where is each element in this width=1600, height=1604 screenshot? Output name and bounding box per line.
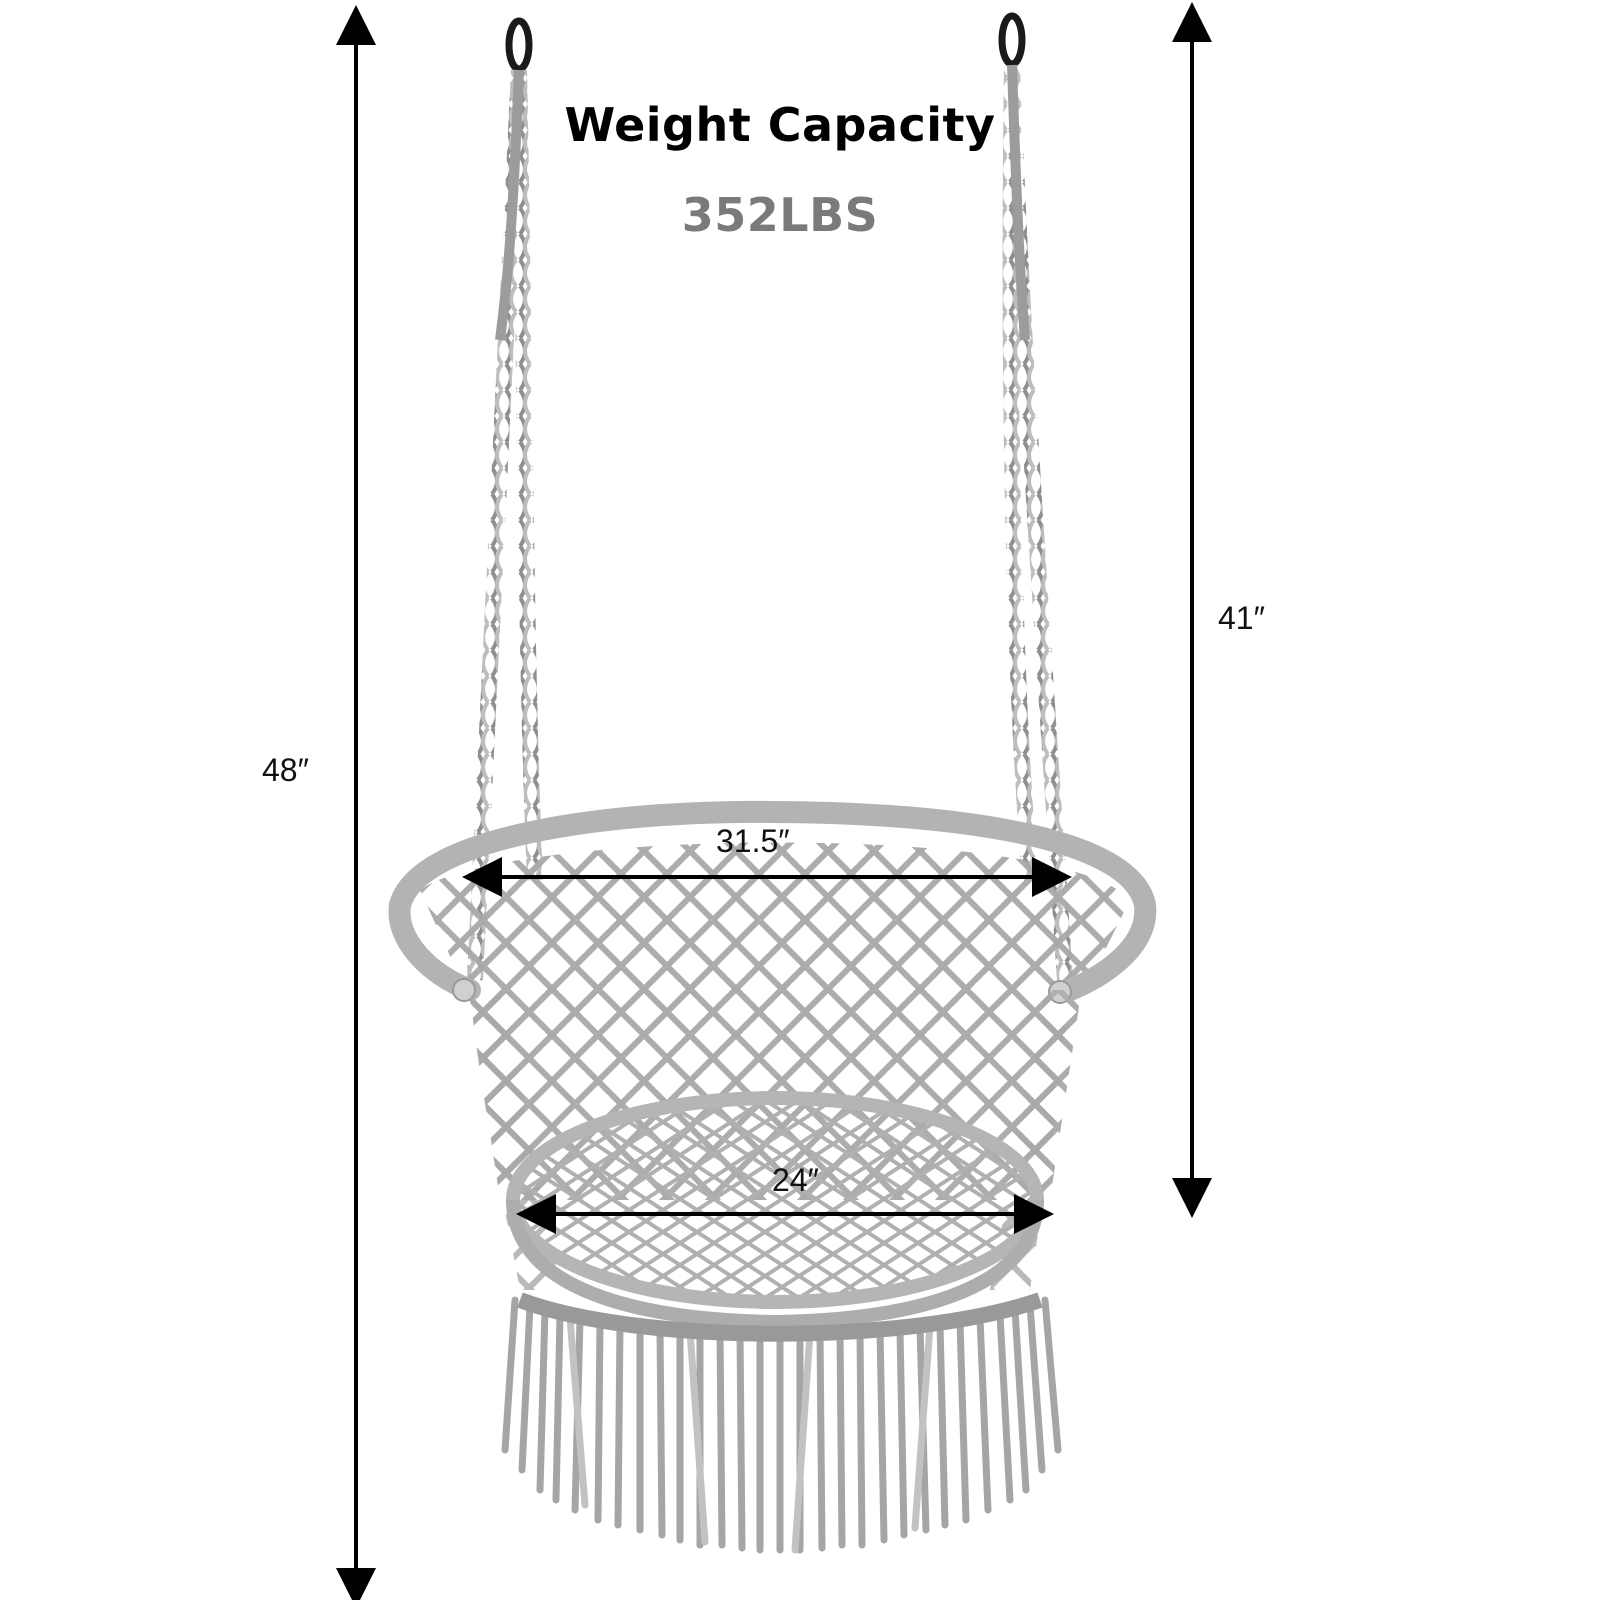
top-ring (388, 800, 1157, 1004)
total-height-label: 48″ (262, 752, 309, 788)
fringe-band (517, 1292, 1043, 1342)
right-hook-ring-icon (998, 12, 1026, 68)
seat (506, 1091, 1044, 1330)
weight-capacity-title: Weight Capacity (564, 98, 996, 152)
seat-width-label: 24″ (772, 1162, 819, 1198)
left-hook-ring-icon (505, 17, 533, 73)
back-net (420, 842, 1130, 1200)
weight-capacity-value: 352LBS (681, 188, 879, 242)
rope-height-label: 41″ (1218, 600, 1265, 636)
right-ropes (1002, 64, 1073, 981)
left-ropes (467, 69, 543, 981)
top-ring-width-label: 31.5″ (716, 823, 790, 859)
fringe (501, 1296, 1062, 1554)
